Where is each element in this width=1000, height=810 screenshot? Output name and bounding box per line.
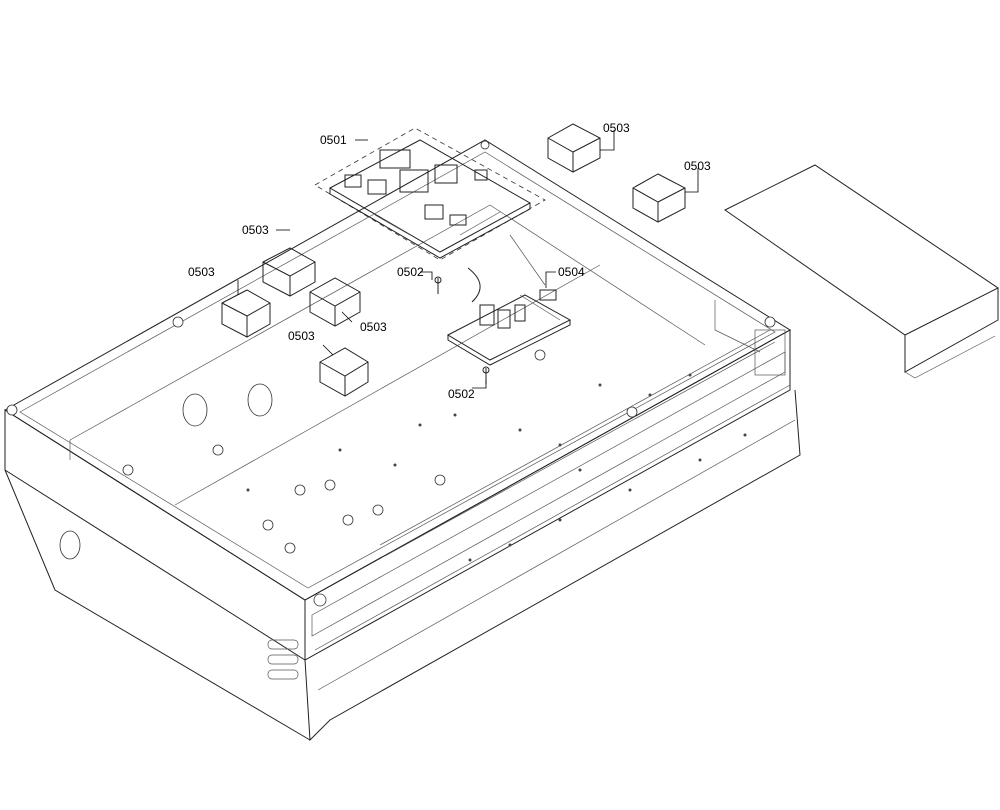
- callout-0502-a: 0502: [397, 265, 424, 279]
- screw-1: [434, 276, 442, 294]
- control-board: [314, 127, 546, 261]
- relay-3: [309, 277, 361, 327]
- callout-0504: 0504: [558, 265, 585, 279]
- power-board: [446, 234, 572, 366]
- chassis-frame: [4, 139, 801, 742]
- leader-lines: [237, 130, 699, 389]
- callout-0503-b: 0503: [188, 265, 215, 279]
- callout-0501: 0501: [320, 133, 347, 147]
- rotation-arrow: [467, 267, 481, 303]
- relay-4: [319, 347, 369, 397]
- relay-2: [221, 289, 271, 338]
- callout-0503-e: 0503: [603, 121, 630, 135]
- relay-1: [262, 247, 316, 297]
- relay-5: [547, 123, 601, 173]
- callout-labels: 0501 0503 0503 0503 0503 0503 0503 0502 …: [188, 121, 711, 401]
- callout-0503-a: 0503: [242, 223, 269, 237]
- callout-0502-b: 0502: [448, 387, 475, 401]
- callout-0503-c: 0503: [288, 329, 315, 343]
- relay-6: [632, 173, 686, 223]
- callout-0503-d: 0503: [360, 320, 387, 334]
- cover-panel: [724, 164, 999, 379]
- callout-0503-f: 0503: [684, 159, 711, 173]
